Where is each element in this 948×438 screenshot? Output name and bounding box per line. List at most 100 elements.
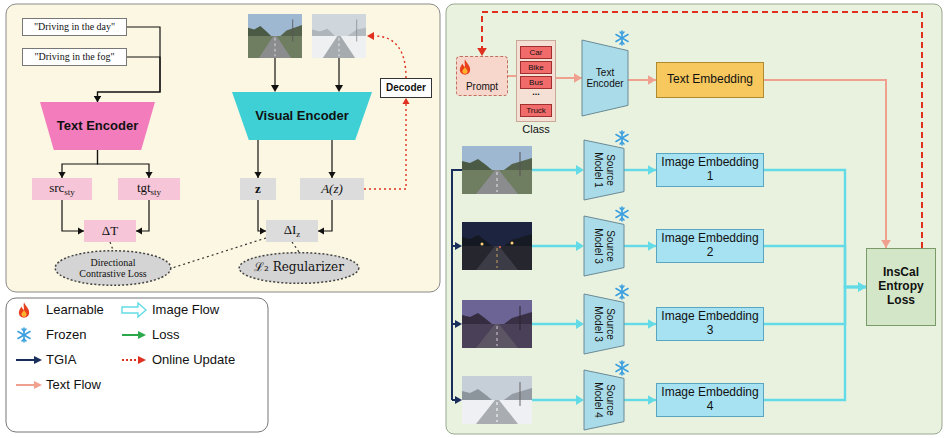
node-label: A(z) bbox=[321, 181, 343, 196]
road-image-day bbox=[248, 26, 271, 36]
prompt-text-box: "Driving in the day" bbox=[22, 18, 127, 36]
road-image-snow bbox=[462, 400, 532, 424]
left-panel bbox=[6, 4, 440, 292]
visual-encoder: Visual Encoder bbox=[232, 92, 372, 140]
road-image-day bbox=[274, 38, 275, 56]
image-embedding: Image Embedding 2 bbox=[656, 229, 764, 263]
road-image-dusk bbox=[497, 326, 498, 346]
loss-ellipse: Directional Contrastive Loss bbox=[54, 250, 172, 286]
text-holder: Bus bbox=[529, 78, 543, 87]
connector bbox=[624, 165, 656, 175]
prompt-box: Prompt bbox=[456, 56, 508, 96]
road-image-dusk bbox=[504, 312, 532, 324]
connector bbox=[98, 150, 153, 178]
connector bbox=[624, 395, 656, 405]
image-flow-heads bbox=[576, 165, 584, 175]
arrowhead bbox=[574, 73, 582, 83]
node-label: Bus bbox=[529, 78, 543, 87]
node-label: "Driving in the day" bbox=[34, 21, 115, 32]
connector bbox=[58, 150, 97, 178]
legend-label: TGIA bbox=[46, 352, 76, 368]
road-image-fog bbox=[312, 29, 335, 36]
road-image-day bbox=[520, 152, 521, 176]
text-holder: Image Embedding 4 bbox=[661, 386, 759, 414]
road-image-day bbox=[259, 36, 291, 58]
text-holder: Prompt bbox=[466, 81, 498, 93]
text-holder: Decoder bbox=[386, 82, 426, 94]
road-image-snow bbox=[504, 388, 532, 400]
arrowhead bbox=[881, 240, 891, 248]
text-holder: ℒ₂ Regularizer bbox=[254, 261, 344, 275]
road-image-fog bbox=[338, 38, 339, 56]
connector bbox=[364, 98, 410, 189]
source-model-shape bbox=[584, 140, 624, 200]
legend-label: Loss bbox=[152, 327, 179, 343]
road-image-fog bbox=[323, 36, 355, 58]
connector bbox=[764, 80, 891, 248]
arrowhead bbox=[858, 282, 866, 292]
connector-line bbox=[62, 150, 98, 178]
text-holder: A(z) bbox=[321, 182, 343, 197]
image-flow-heads bbox=[576, 241, 584, 251]
image-embedding: Image Embedding 3 bbox=[656, 307, 764, 341]
image-flow-lines bbox=[532, 169, 577, 171]
legend-icons bbox=[34, 381, 42, 389]
image-flow-lines bbox=[532, 245, 577, 247]
image-arrows bbox=[335, 85, 343, 92]
connector-line bbox=[318, 200, 332, 231]
image-flow-lines bbox=[532, 399, 577, 401]
node-label: Source Model 3 bbox=[593, 306, 616, 342]
road-image-dusk bbox=[520, 306, 521, 330]
feature-box: z bbox=[240, 178, 276, 200]
subscript: z bbox=[296, 229, 300, 239]
node-label: Image Embedding 1 bbox=[661, 155, 758, 183]
node-label: src bbox=[49, 180, 64, 195]
road-image-night bbox=[497, 248, 498, 268]
road-image-dusk bbox=[462, 300, 532, 324]
delta-box: ΔIz bbox=[266, 220, 318, 242]
legend-label: Frozen bbox=[46, 327, 86, 343]
subscript: sty bbox=[151, 187, 162, 197]
connector-line bbox=[136, 200, 149, 231]
connector bbox=[110, 242, 113, 250]
connector-line bbox=[764, 80, 886, 248]
source-model-shape bbox=[584, 216, 624, 276]
connector bbox=[628, 75, 656, 85]
road-image-dusk bbox=[462, 324, 532, 348]
road-image-dusk bbox=[462, 300, 532, 348]
legend-panel bbox=[6, 298, 268, 432]
road-image-day bbox=[462, 170, 532, 194]
connector-line bbox=[292, 242, 299, 252]
legend-icons bbox=[19, 302, 29, 317]
road-image-day bbox=[280, 25, 302, 36]
road-image-fog bbox=[356, 20, 357, 42]
tgia-heads bbox=[455, 396, 462, 404]
snowflake-icon bbox=[616, 361, 628, 375]
connector bbox=[328, 140, 335, 178]
legend-label: Image Flow bbox=[152, 302, 219, 318]
node-label: tgt bbox=[137, 180, 151, 195]
connector-line bbox=[364, 98, 406, 189]
source-model-shape bbox=[584, 370, 624, 430]
image-flow-heads bbox=[576, 395, 584, 405]
feature-box: A(z) bbox=[300, 178, 364, 200]
road-image-day bbox=[248, 36, 302, 58]
connector bbox=[556, 73, 582, 83]
snowflake-icon bbox=[616, 31, 628, 45]
connector bbox=[254, 140, 261, 178]
arrowhead bbox=[648, 241, 656, 251]
image-arrows bbox=[271, 58, 343, 92]
tgia-heads bbox=[455, 242, 462, 404]
legend-icons bbox=[18, 328, 30, 342]
text-holder: z bbox=[255, 182, 261, 197]
source-model: Source Model 3 bbox=[584, 294, 624, 354]
legend-icons bbox=[16, 302, 146, 389]
connector-line bbox=[98, 150, 150, 178]
snowflake-icon bbox=[616, 207, 628, 221]
source-model-shape bbox=[584, 294, 624, 354]
loss-ellipse-shape bbox=[239, 253, 359, 284]
node-label: Image Embedding 4 bbox=[661, 385, 758, 413]
text-holder: Car bbox=[530, 48, 543, 57]
connector-line bbox=[764, 246, 866, 287]
